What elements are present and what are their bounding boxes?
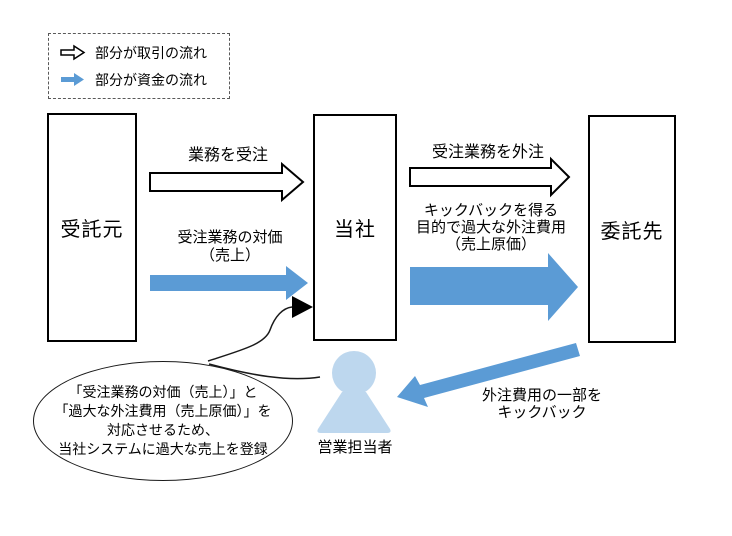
person-label: 営業担当者 — [317, 439, 393, 456]
legend-funds-label: 部分が資金の流れ — [95, 71, 207, 88]
callout-arrowhead-icon — [292, 296, 313, 318]
callout-line4: 当社システムに過大な売上を登録 — [58, 441, 268, 457]
blue-block-arrow-icon — [61, 73, 84, 86]
flow-label-excessive-cost: キックバックを得る 目的で過大な外注費用 （売上原価） — [396, 202, 586, 253]
entity-box-client: 受託元 — [47, 113, 137, 342]
entity-box-subcontractor: 委託先 — [588, 115, 676, 343]
flow-label-kickback-line2: キックバック — [497, 404, 587, 421]
flow-label-kickback-line1: 外注費用の一部を — [481, 387, 602, 404]
callout-line3: 対応させるため、 — [107, 422, 219, 438]
legend-transaction-label: 部分が取引の流れ — [95, 44, 207, 61]
flow-label-excessive-cost-line2: 目的で過大な外注費用 — [415, 219, 566, 236]
funds-arrow-company-to-subcontractor — [410, 253, 578, 321]
callout-line1: 「受注業務の対価（売上）」と — [68, 384, 258, 400]
flow-label-excessive-cost-line1: キックバックを得る — [423, 202, 559, 219]
funds-arrow-client-to-company — [150, 266, 308, 300]
flow-label-kickback: 外注費用の一部を キックバック — [458, 387, 626, 421]
flow-label-order-payment-line2: （売上） — [199, 247, 260, 264]
entity-company-label: 当社 — [334, 219, 376, 241]
person-icon — [317, 351, 391, 433]
flow-label-order-payment: 受注業務の対価 （売上） — [146, 229, 314, 265]
transaction-arrow-client-to-company — [149, 161, 305, 203]
callout-tail-upper-curve — [207, 306, 293, 362]
entity-client-label: 受託元 — [60, 219, 124, 241]
entity-subcontractor-label: 委託先 — [600, 220, 664, 243]
callout-bubble: 「受注業務の対価（売上）」と 「過大な外注費用（売上原価）」を 対応させるため、… — [33, 361, 293, 481]
entity-box-company: 当社 — [313, 114, 397, 341]
callout-line2: 「過大な外注費用（売上原価）」を — [54, 403, 272, 419]
legend-row-transaction: 部分が取引の流れ — [60, 43, 229, 63]
flow-label-outsource: 受注業務を外注 — [431, 144, 544, 161]
legend-row-funds: 部分が資金の流れ — [60, 70, 229, 90]
white-block-arrow-icon — [60, 44, 86, 61]
flow-label-excessive-cost-line3: （売上原価） — [445, 236, 536, 253]
callout-text: 「受注業務の対価（売上）」と 「過大な外注費用（売上原価）」を 対応させるため、… — [55, 383, 272, 459]
flow-label-order-received: 業務を受注 — [187, 147, 268, 164]
flow-label-order-payment-line1: 受注業務の対価 — [177, 229, 283, 246]
legend-box: 部分が取引の流れ 部分が資金の流れ — [48, 33, 230, 99]
transaction-arrow-company-to-subcontractor — [409, 156, 571, 198]
